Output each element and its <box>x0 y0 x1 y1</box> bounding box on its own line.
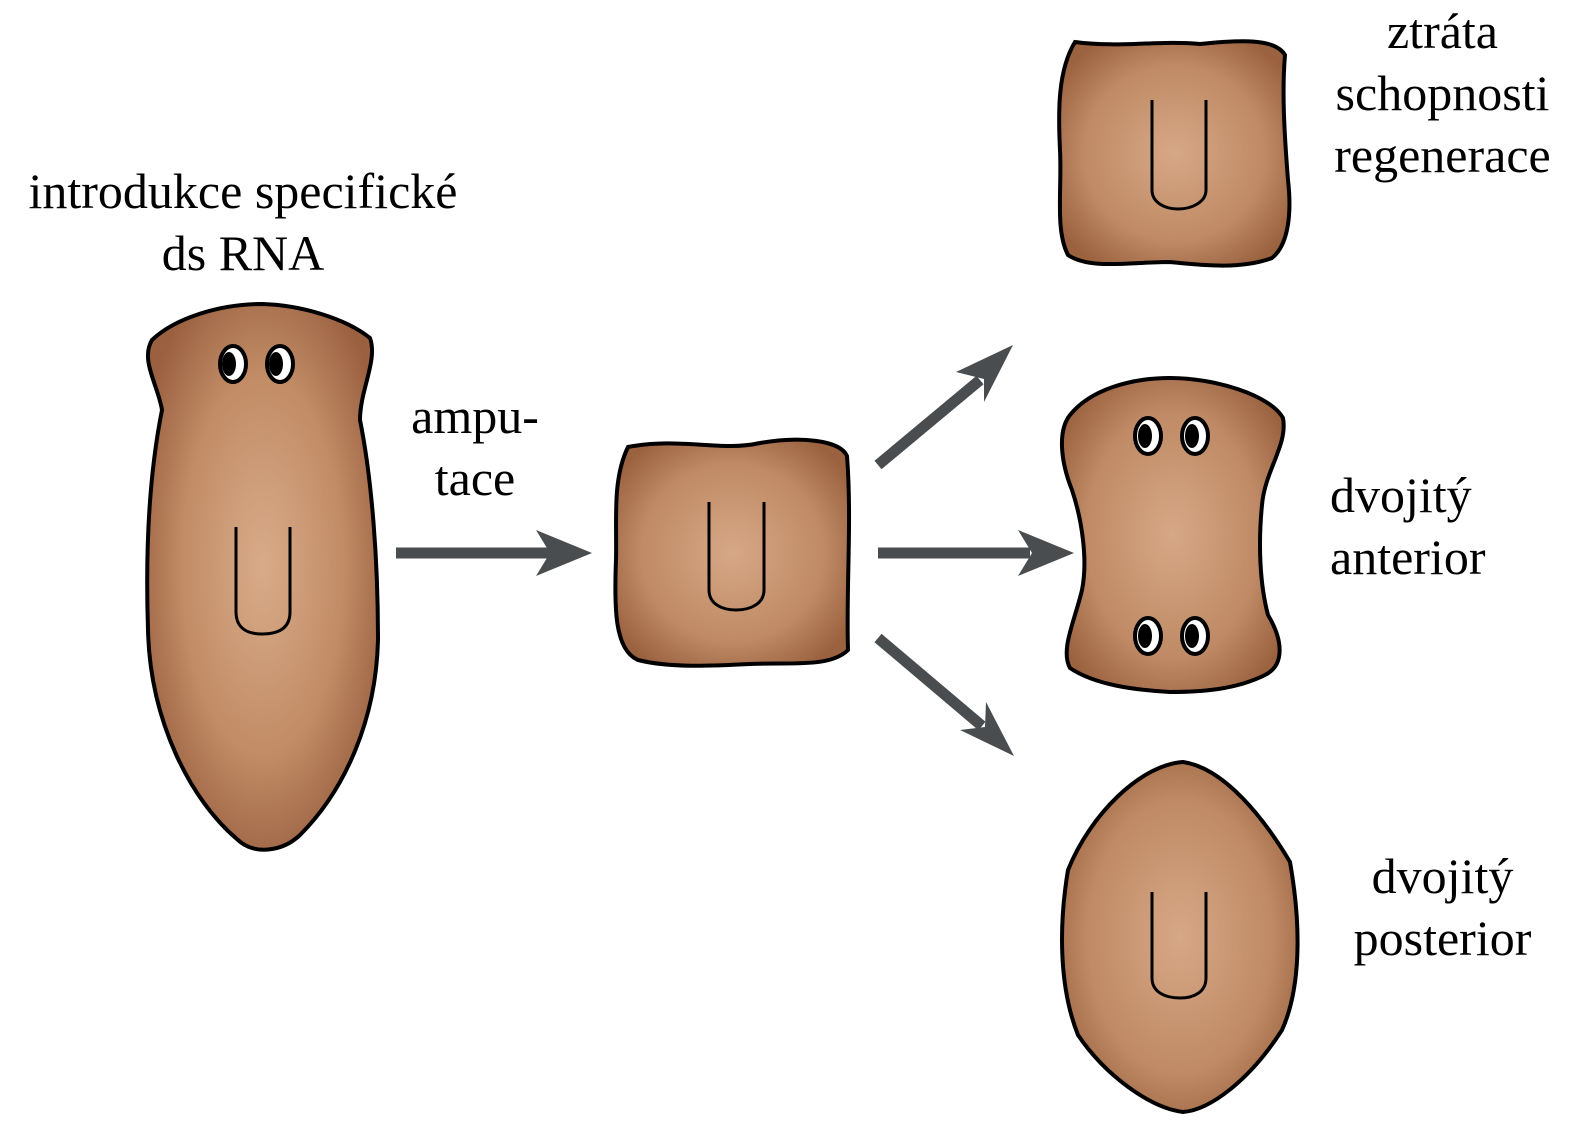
pharynx-icon <box>1150 892 1208 1000</box>
no-regeneration-body <box>1057 39 1292 268</box>
amputated-fragment-body <box>613 437 852 668</box>
label-amputation: ampu- tace <box>390 385 560 509</box>
double-posterior-body <box>1060 759 1300 1115</box>
eye-icon <box>1180 616 1210 656</box>
pharynx-icon <box>707 502 766 612</box>
outcome-double-posterior <box>1060 759 1300 1115</box>
label-intro-line1: introdukce specifické <box>28 163 458 219</box>
arrow-up-right-icon <box>874 345 1013 470</box>
label-intro-line2: ds RNA <box>161 225 325 281</box>
label-double-posterior-line2: posterior <box>1353 910 1532 966</box>
label-loss: ztráta schopnosti regenerace <box>1320 0 1565 186</box>
label-loss-line1: ztráta <box>1386 3 1498 59</box>
arrow-amputation-icon <box>396 530 592 576</box>
eye-icon <box>1133 616 1163 656</box>
intact-planarian-body <box>145 301 381 852</box>
label-double-anterior-line2: anterior <box>1330 529 1486 585</box>
label-double-posterior: dvojitý posterior <box>1335 845 1550 969</box>
pharynx-icon <box>234 527 292 636</box>
double-anterior-body <box>1060 375 1286 695</box>
label-amputation-line1: ampu- <box>411 388 539 444</box>
intact-planarian <box>145 301 381 852</box>
outcome-no-regeneration <box>1057 39 1292 268</box>
eye-icon <box>1180 416 1210 456</box>
label-double-posterior-line1: dvojitý <box>1371 848 1514 904</box>
eye-icon <box>1133 416 1163 456</box>
amputated-fragment <box>613 437 852 668</box>
eye-icon <box>265 344 295 384</box>
arrow-down-right-icon <box>874 633 1014 756</box>
eye-icon <box>218 344 248 384</box>
label-intro: introdukce specifické ds RNA <box>8 160 478 284</box>
label-amputation-line2: tace <box>434 450 516 506</box>
label-double-anterior-line1: dvojitý <box>1330 467 1472 523</box>
label-loss-line3: regenerace <box>1334 127 1551 183</box>
label-loss-line2: schopnosti <box>1335 65 1550 121</box>
arrow-right-icon <box>878 530 1074 576</box>
outcome-double-anterior <box>1060 375 1286 695</box>
label-double-anterior: dvojitý anterior <box>1330 464 1510 588</box>
pharynx-icon <box>1150 100 1208 211</box>
